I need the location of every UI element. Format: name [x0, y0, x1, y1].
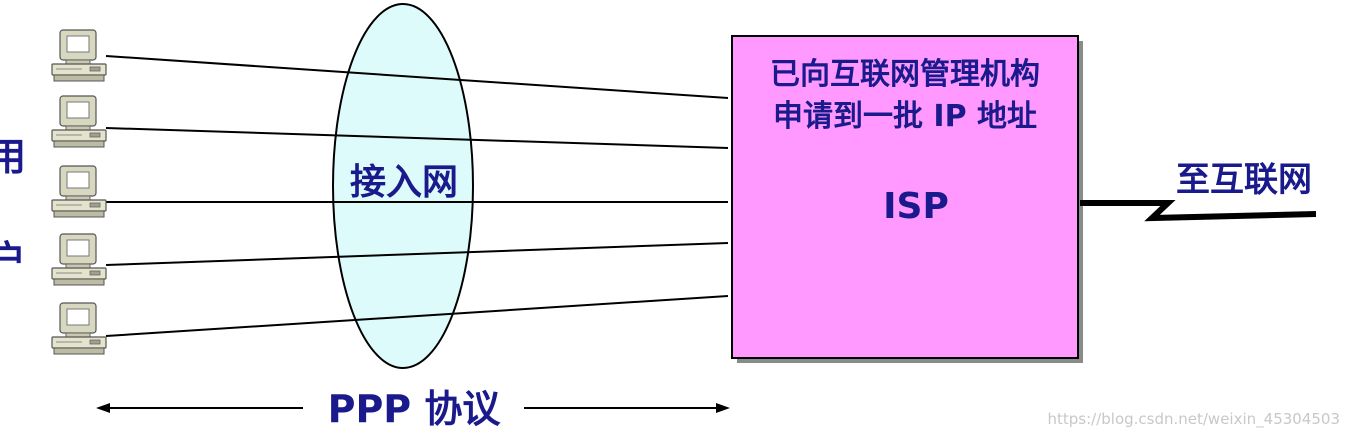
users-label-bottom: 户	[0, 238, 26, 282]
ppp-arrow	[96, 403, 730, 413]
access-network-label: 接入网	[350, 162, 458, 203]
computer-icon-4	[51, 233, 107, 286]
ppp-protocol-label: PPP 协议	[328, 387, 502, 431]
user-computers	[51, 29, 107, 355]
user-connection-lines	[105, 55, 729, 337]
connection-line-5	[105, 295, 729, 337]
computer-icon-2	[51, 95, 107, 148]
isp-note-line1: 已向互联网管理机构	[770, 57, 1040, 92]
internet-uplink-line	[1080, 200, 1317, 222]
access-network-ellipse	[332, 3, 474, 369]
connection-line-4	[105, 242, 729, 266]
isp-box	[731, 35, 1079, 359]
uplink-label: 至互联网	[1176, 160, 1312, 200]
isp-note-line2: 申请到一批 IP 地址	[773, 99, 1037, 134]
connection-line-2	[105, 127, 729, 149]
computer-icon-3	[51, 165, 107, 218]
computer-icon-1	[51, 29, 107, 82]
computer-icon-5	[51, 302, 107, 355]
connection-line-1	[105, 55, 729, 99]
watermark-text: https://blog.csdn.net/weixin_45304503	[1047, 410, 1340, 429]
ppp-arrow-right-head	[716, 403, 730, 413]
isp-name: ISP	[883, 186, 949, 227]
users-label-top: 用	[0, 135, 26, 179]
ppp-arrow-left-head	[96, 403, 110, 413]
